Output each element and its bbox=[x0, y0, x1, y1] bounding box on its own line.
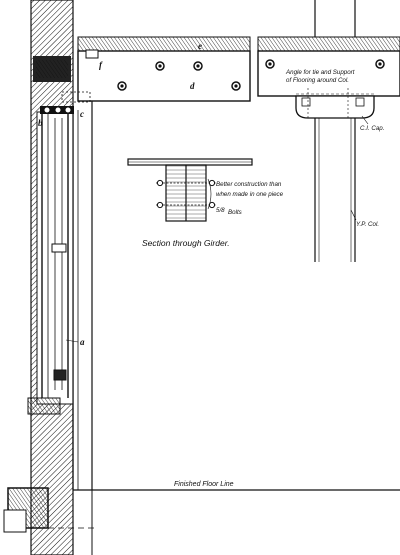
window-sill bbox=[27, 397, 61, 415]
masonry-wall bbox=[30, 0, 74, 555]
label-a: a bbox=[80, 337, 85, 347]
label-f: f bbox=[99, 60, 103, 70]
better-construction-line2: when made in one piece bbox=[216, 191, 284, 198]
finished-floor-line-label: Finished Floor Line bbox=[174, 481, 234, 488]
angle-note-line2: of Flooring around Col. bbox=[286, 77, 349, 84]
section-caption: Section through Girder. bbox=[142, 238, 230, 248]
yp-col-label: Y.P. Col. bbox=[356, 221, 379, 228]
window-lintel bbox=[40, 106, 74, 114]
label-d: d bbox=[190, 81, 195, 91]
label-e: e bbox=[198, 41, 202, 51]
angle-note-line1: Angle for tie and Support bbox=[285, 69, 355, 76]
girder-beam bbox=[61, 36, 251, 103]
better-construction-line1: Better construction than bbox=[216, 181, 282, 188]
bolts-label: Bolts bbox=[228, 209, 242, 216]
girder-section-detail bbox=[127, 158, 253, 222]
label-a-leader bbox=[65, 339, 79, 343]
bolts-fraction: 5/8 bbox=[216, 207, 225, 214]
ci-cap-label: C.I. Cap. bbox=[360, 125, 384, 132]
window-sash bbox=[41, 112, 69, 398]
label-b: b bbox=[38, 118, 43, 128]
label-c: c bbox=[80, 109, 84, 119]
base-stone bbox=[3, 487, 98, 533]
column-cap-assembly bbox=[257, 0, 400, 262]
wall-column bbox=[72, 56, 400, 555]
